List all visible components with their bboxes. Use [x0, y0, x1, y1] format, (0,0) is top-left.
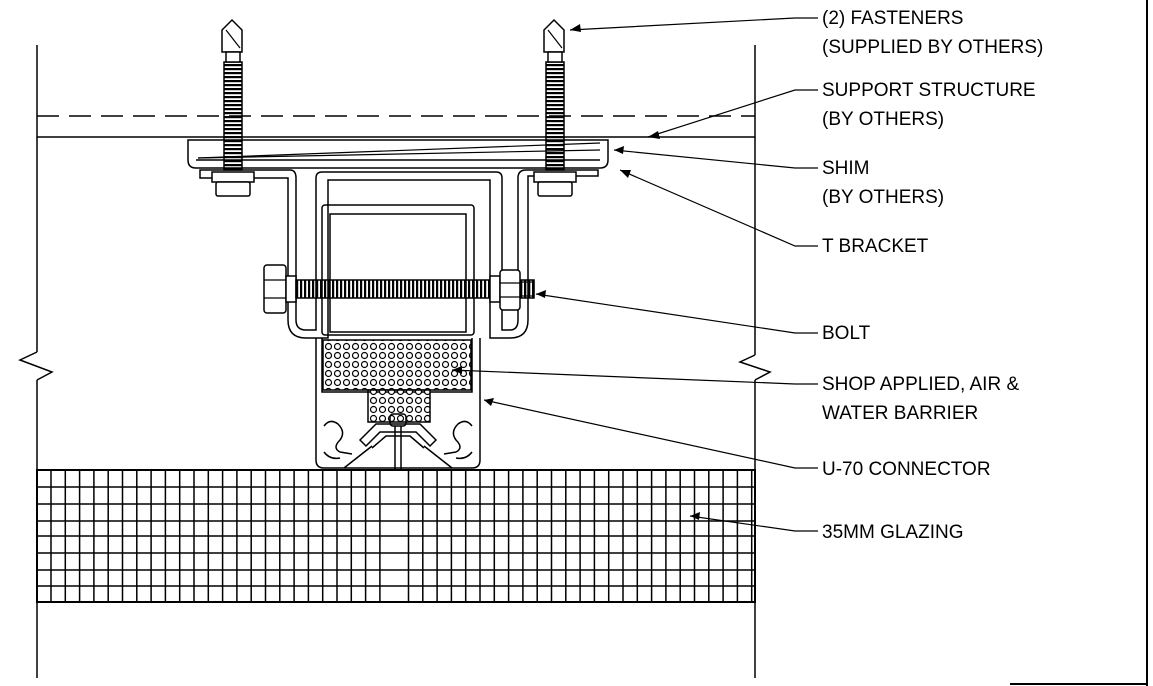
- label-fasteners-line1: (2) FASTENERS: [822, 8, 963, 29]
- shim: [187, 139, 609, 169]
- label-shim-line1: SHIM: [822, 158, 870, 179]
- leader-lines: [197, 17, 818, 532]
- bolt: [263, 264, 535, 314]
- label-support-structure-line2: (BY OTHERS): [822, 109, 944, 130]
- label-bolt: BOLT: [822, 323, 871, 344]
- air-water-barrier: [322, 339, 472, 423]
- fastener-left: [211, 18, 255, 197]
- label-t-bracket: T BRACKET: [822, 236, 929, 257]
- label-barrier-line2: WATER BARRIER: [822, 403, 978, 424]
- label-barrier-line1: SHOP APPLIED, AIR &: [822, 374, 1019, 395]
- label-fasteners-line2: (SUPPLIED BY OTHERS): [822, 37, 1043, 58]
- callout-labels: (2) FASTENERS (SUPPLIED BY OTHERS) SUPPO…: [822, 8, 1043, 543]
- label-connector: U-70 CONNECTOR: [822, 459, 991, 480]
- leader-arrowheads: [452, 24, 700, 520]
- fastener-right: [533, 18, 577, 197]
- glazing-panels: [36, 469, 756, 603]
- label-shim-line2: (BY OTHERS): [822, 187, 944, 208]
- label-glazing: 35MM GLAZING: [822, 522, 963, 543]
- sheet-border: [1010, 0, 1148, 686]
- label-support-structure-line1: SUPPORT STRUCTURE: [822, 80, 1036, 101]
